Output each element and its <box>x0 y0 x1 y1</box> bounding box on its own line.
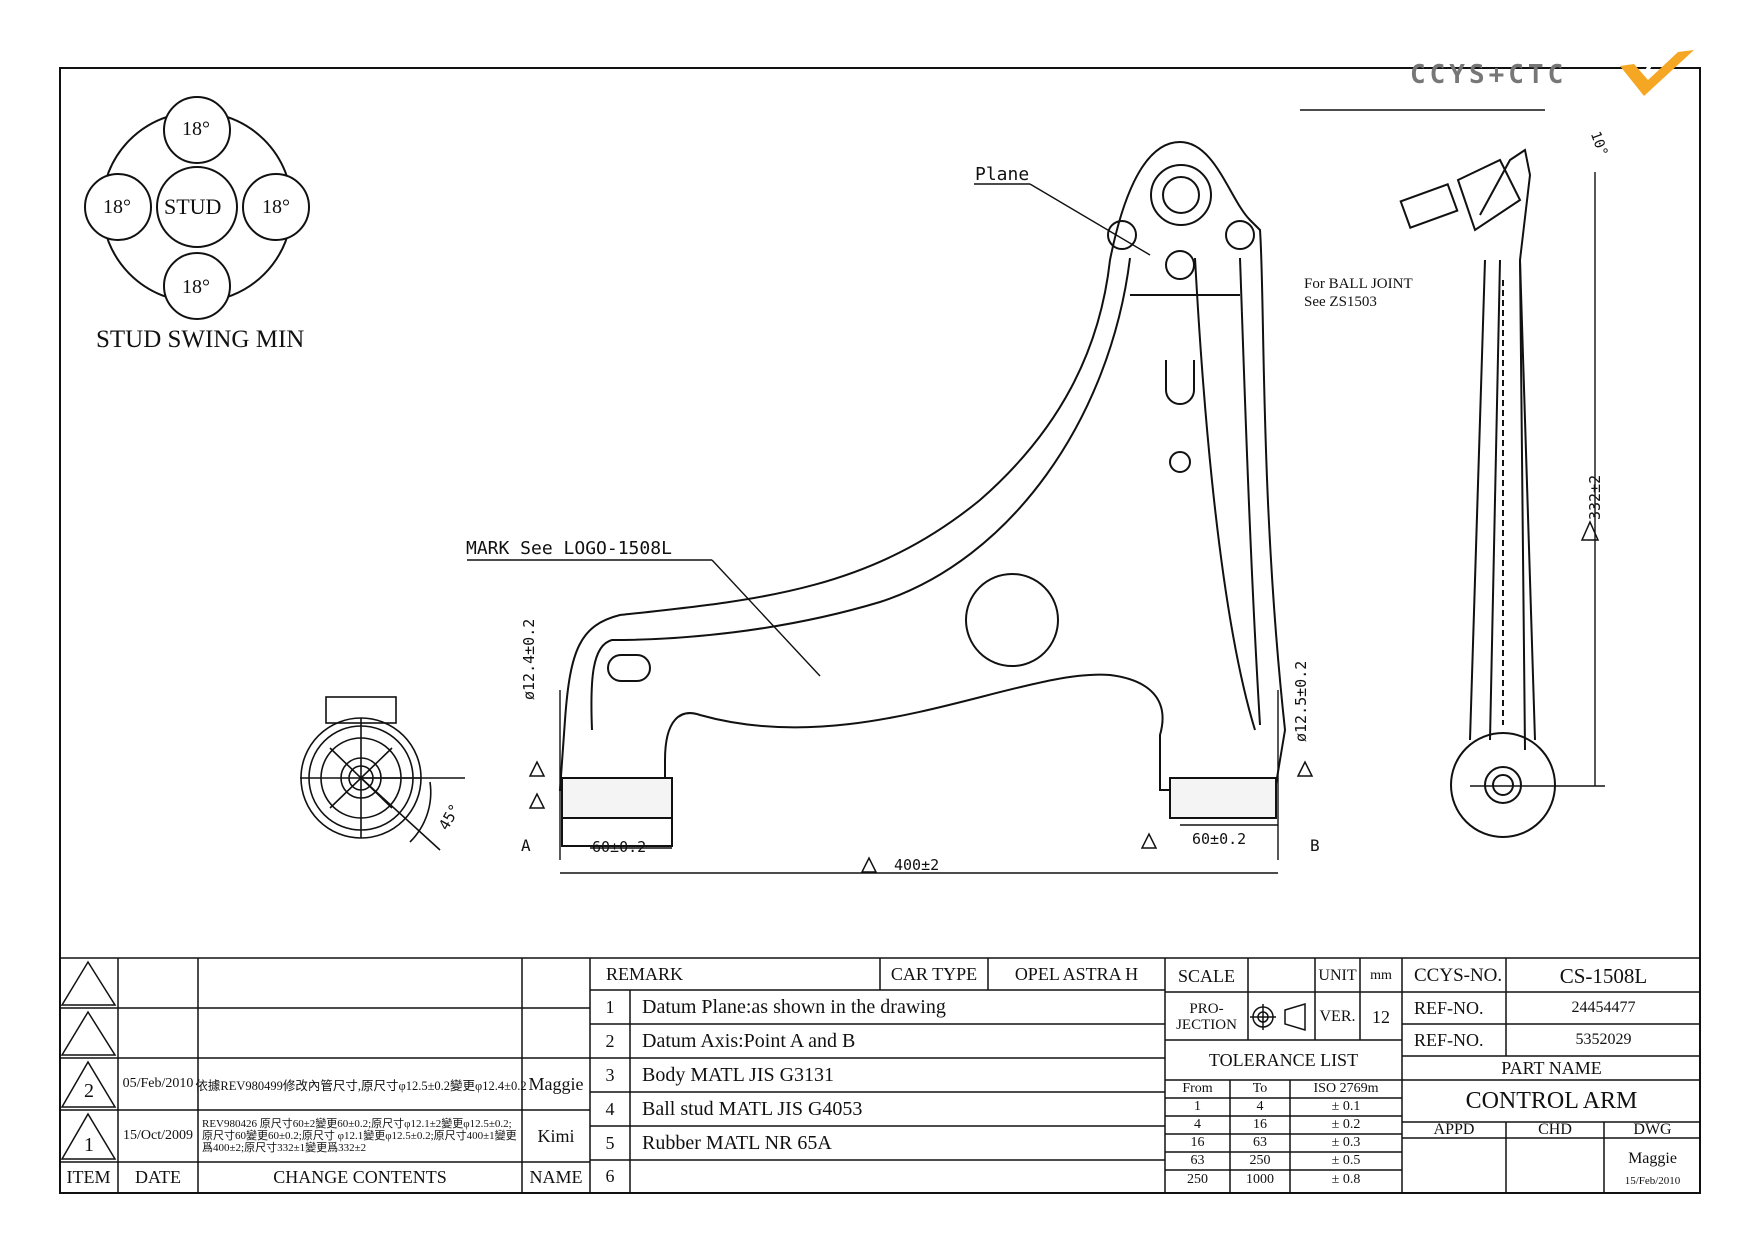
tol-from: 250 <box>1187 1172 1208 1187</box>
control-arm-side-view <box>1399 148 1556 838</box>
remark-no-3: 3 <box>605 1064 615 1085</box>
rev-contents-1: REV980426 原尺寸60±2變更60±0.2;原尺寸φ12.1±2變更φ1… <box>202 1118 517 1154</box>
stud-label: STUD <box>164 194 222 219</box>
tol-value: ± 0.2 <box>1331 1117 1361 1132</box>
remark-text-6 <box>632 1160 1162 1192</box>
tol-from: 1 <box>1194 1099 1201 1114</box>
tol-from: 4 <box>1194 1117 1201 1132</box>
tol-header-to: To <box>1252 1081 1268 1096</box>
remark-header: REMARK <box>606 963 684 984</box>
rev-name-2: Maggie <box>528 1073 584 1094</box>
ref-no-label-1: REF-NO. <box>1414 997 1484 1018</box>
remark-text-2: Datum Axis:Point A and B <box>642 1029 856 1052</box>
projection-label: PRO- JECTION <box>1176 1001 1237 1033</box>
car-type-value: OPEL ASTRA H <box>1014 963 1139 984</box>
unit-value: mm <box>1370 968 1392 983</box>
chd-label: CHD <box>1538 1121 1572 1138</box>
mark-label: MARK See LOGO-1508L <box>466 538 672 559</box>
remark-text-4: Ball stud MATL JIS G4053 <box>642 1097 863 1120</box>
appd-label: APPD <box>1433 1121 1475 1138</box>
rev-header-item: ITEM <box>66 1166 111 1187</box>
bushing-view <box>300 696 465 851</box>
car-type-label: CAR TYPE <box>890 963 978 984</box>
width-left-dimension: 60±0.2 <box>592 838 647 856</box>
dwg-label: DWG <box>1633 1121 1672 1138</box>
control-arm-front-view <box>558 140 1287 847</box>
remark-no-2: 2 <box>605 1030 615 1051</box>
plane-label: Plane <box>975 164 1030 185</box>
stud-swing-diagram <box>84 96 310 320</box>
tol-value: ± 0.3 <box>1331 1135 1361 1150</box>
tol-to: 16 <box>1253 1117 1267 1132</box>
remark-no-4: 4 <box>605 1098 615 1119</box>
ver-value: 12 <box>1372 1006 1390 1027</box>
swing-angle-bottom: 18° <box>182 276 210 298</box>
ball-joint-note-2: See ZS1503 <box>1304 294 1377 310</box>
remark-no-5: 5 <box>605 1132 615 1153</box>
tol-to: 1000 <box>1246 1172 1274 1187</box>
rev-header-contents: CHANGE CONTENTS <box>273 1166 447 1187</box>
tol-value: ± 0.1 <box>1331 1099 1361 1114</box>
point-a-label: A <box>521 836 531 855</box>
remark-no-6: 6 <box>605 1165 615 1186</box>
drawing-frame <box>59 67 1701 1194</box>
tol-header-from: From <box>1182 1081 1213 1096</box>
rev-date-1: 15/Oct/2009 <box>123 1128 193 1143</box>
rev-item-2: 2 <box>84 1079 94 1102</box>
rev-contents-2: 依據REV980499修改內管尺寸,原尺寸φ12.5±0.2變更φ12.4±0.… <box>195 1078 527 1093</box>
rev-date-2: 05/Feb/2010 <box>122 1076 194 1091</box>
tol-value: ± 0.8 <box>1331 1172 1361 1187</box>
scale-label: SCALE <box>1177 965 1235 986</box>
ccys-no-value: CS-1508L <box>1559 963 1648 988</box>
remark-text-1: Datum Plane:as shown in the drawing <box>642 995 946 1018</box>
dwg-name: Maggie <box>1628 1150 1677 1167</box>
rev-header-date: DATE <box>135 1166 181 1187</box>
unit-label: UNIT <box>1318 967 1357 984</box>
tol-to: 250 <box>1249 1153 1271 1168</box>
length-dimension: 400±2 <box>894 856 940 874</box>
engineering-drawing <box>84 96 1605 874</box>
point-b-label: B <box>1310 836 1320 855</box>
logo-mark-icon <box>1620 50 1694 96</box>
remark-no-1: 1 <box>605 996 615 1017</box>
ccys-no-label: CCYS-NO. <box>1414 965 1503 986</box>
tolerance-title: TOLERANCE LIST <box>1208 1049 1359 1070</box>
rev-item-1: 1 <box>84 1133 94 1156</box>
swing-angle-top: 18° <box>182 118 210 140</box>
part-name-label: PART NAME <box>1501 1057 1602 1078</box>
ref-no-label-2: REF-NO. <box>1414 1029 1484 1050</box>
company-logo: CCYS+CTC <box>1410 42 1710 102</box>
ver-label: VER. <box>1319 1008 1356 1025</box>
tol-from: 63 <box>1190 1153 1205 1168</box>
tol-to: 63 <box>1253 1135 1267 1150</box>
rev-name-1: Kimi <box>537 1125 575 1146</box>
ref-no-value-2: 5352029 <box>1575 1031 1632 1048</box>
swing-angle-left: 18° <box>103 196 131 218</box>
ball-joint-note-1: For BALL JOINT <box>1304 276 1413 292</box>
tol-header-iso: ISO 2769m <box>1313 1081 1379 1096</box>
stud-swing-caption: STUD SWING MIN <box>96 326 305 353</box>
rev-header-name: NAME <box>529 1166 583 1187</box>
remark-text-3: Body MATL JIS G3131 <box>642 1063 835 1086</box>
tol-to: 4 <box>1256 1099 1264 1114</box>
tol-from: 16 <box>1190 1135 1205 1150</box>
remark-text-5: Rubber MATL NR 65A <box>642 1131 832 1154</box>
logo-text: CCYS+CTC <box>1410 60 1568 90</box>
part-name-value: CONTROL ARM <box>1465 1087 1638 1114</box>
width-right-dimension: 60±0.2 <box>1192 830 1247 848</box>
dwg-date: 15/Feb/2010 <box>1624 1175 1681 1187</box>
datum-markers <box>528 520 1600 873</box>
tol-value: ± 0.5 <box>1331 1153 1361 1168</box>
ref-no-value-1: 24454477 <box>1571 999 1636 1016</box>
swing-angle-right: 18° <box>262 196 290 218</box>
